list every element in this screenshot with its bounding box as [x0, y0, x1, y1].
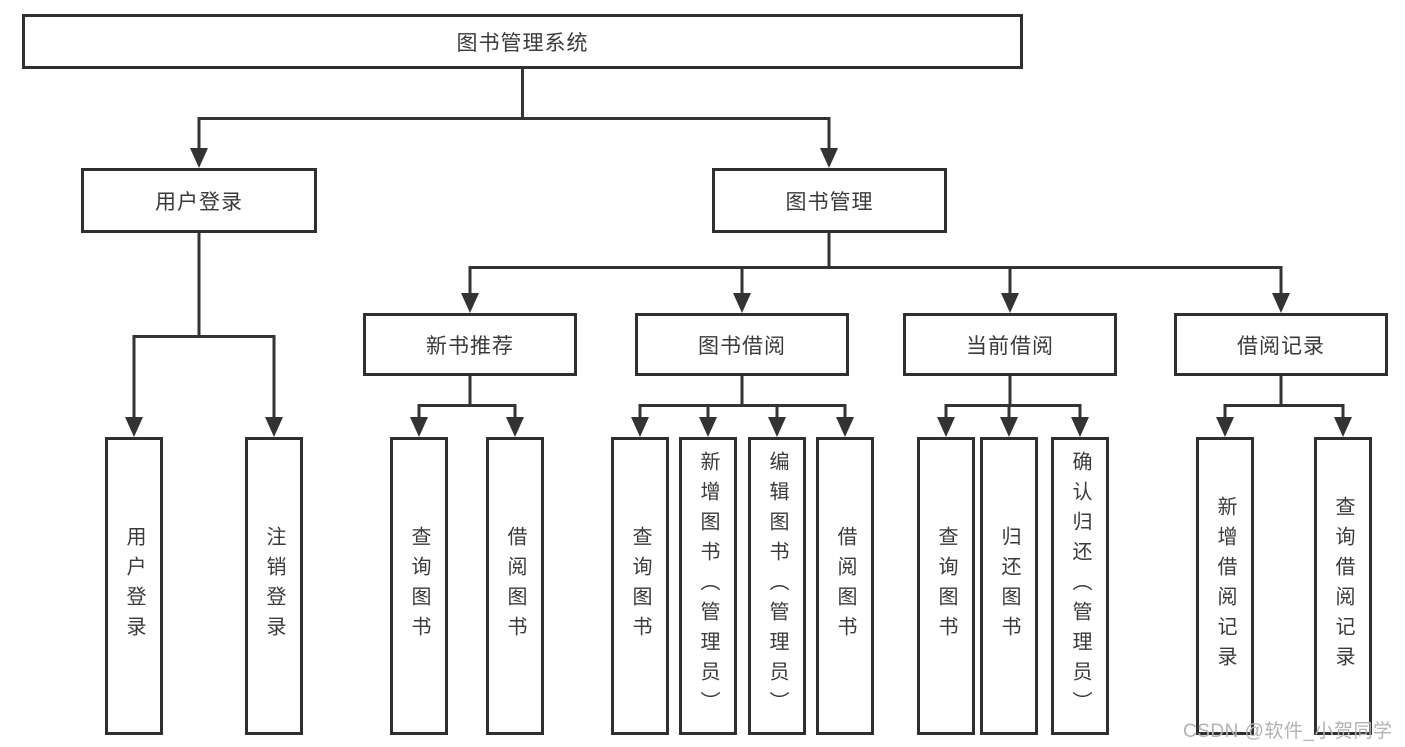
- node-label: 图书管理系统: [456, 31, 589, 55]
- node-label: 新书推荐: [426, 334, 514, 358]
- node-label: 确认归还（管理员）: [1069, 451, 1091, 721]
- node-label: 借阅图书: [504, 526, 526, 646]
- node-edit-book-admin: 编辑图书（管理员）: [748, 437, 806, 735]
- node-label: 借阅记录: [1237, 334, 1325, 358]
- node-user-login: 用户登录: [105, 437, 163, 735]
- node-label: 查询图书: [935, 526, 957, 646]
- node-new-book-recommendation: 新书推荐: [363, 313, 577, 376]
- node-current-borrowing: 当前借阅: [903, 313, 1117, 376]
- node-borrow-books-borrowing: 借阅图书: [816, 437, 874, 735]
- node-borrow-books-recommend: 借阅图书: [486, 437, 544, 735]
- node-label: 用户登录: [155, 190, 243, 214]
- node-return-books: 归还图书: [980, 437, 1038, 735]
- node-query-books-current: 查询图书: [917, 437, 975, 735]
- node-query-borrow-record: 查询借阅记录: [1314, 437, 1372, 735]
- node-label: 新增借阅记录: [1214, 496, 1236, 676]
- node-label: 归还图书: [998, 526, 1020, 646]
- node-logout: 注销登录: [245, 437, 303, 735]
- node-book-borrowing: 图书借阅: [635, 313, 849, 376]
- node-query-books-recommend: 查询图书: [390, 437, 448, 735]
- node-query-books-borrowing: 查询图书: [611, 437, 669, 735]
- node-borrowing-records: 借阅记录: [1174, 313, 1388, 376]
- node-user-login-branch: 用户登录: [81, 168, 317, 233]
- node-label: 新增图书（管理员）: [697, 451, 719, 721]
- node-label: 注销登录: [263, 526, 285, 646]
- watermark-text: CSDN @软件_小贺同学: [1183, 721, 1393, 742]
- node-book-management: 图书管理: [712, 168, 947, 233]
- node-confirm-return-admin: 确认归还（管理员）: [1051, 437, 1109, 735]
- node-label: 编辑图书（管理员）: [766, 451, 788, 721]
- node-library-management-system: 图书管理系统: [22, 14, 1023, 69]
- node-label: 查询图书: [408, 526, 430, 646]
- node-add-book-admin: 新增图书（管理员）: [679, 437, 737, 735]
- node-label: 查询图书: [629, 526, 651, 646]
- node-label: 查询借阅记录: [1332, 496, 1354, 676]
- node-label: 用户登录: [123, 526, 145, 646]
- node-label: 图书管理: [785, 190, 874, 214]
- node-label: 借阅图书: [834, 526, 856, 646]
- node-label: 当前借阅: [966, 334, 1054, 358]
- node-label: 图书借阅: [698, 334, 786, 358]
- node-add-borrow-record: 新增借阅记录: [1196, 437, 1254, 735]
